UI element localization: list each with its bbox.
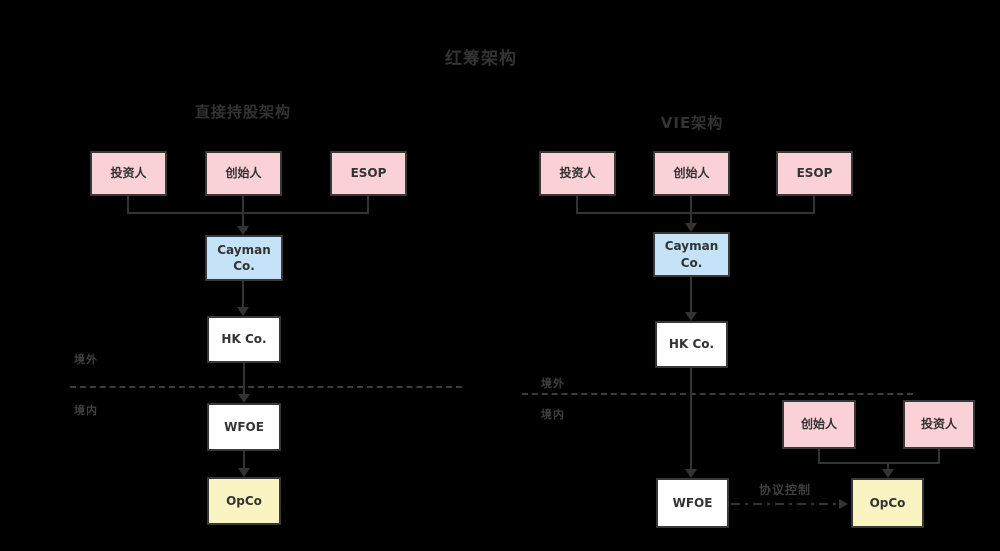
left-connector-hk-wfoe (243, 363, 245, 395)
right-connector-onshore-stem (887, 462, 889, 470)
left-node-esop: ESOP (330, 151, 407, 196)
left-node-wfoe: WFOE (207, 403, 281, 451)
right-arrowhead-to-wfoe (685, 469, 697, 478)
right-offshore-label: 境外 (541, 377, 565, 390)
left-node-investor: 投资人 (90, 151, 167, 196)
left-node-cayman: Cayman Co. (205, 235, 283, 281)
left-connector-investor-stub (127, 196, 129, 214)
right-arrowhead-onshore-to-opco (882, 469, 894, 478)
left-node-founder: 创始人 (205, 151, 282, 196)
right-connector-investor-stub (576, 196, 578, 214)
right-node-esop: ESOP (776, 151, 853, 196)
left-offshore-label: 境外 (74, 353, 98, 366)
right-connector-founder-stem (690, 196, 692, 223)
left-connector-horizontal (127, 212, 369, 214)
left-onshore-label: 境内 (74, 404, 98, 417)
right-node-onshore-founder: 创始人 (782, 400, 856, 449)
right-node-cayman: Cayman Co. (653, 232, 730, 277)
right-connector-horizontal (576, 212, 815, 214)
left-connector-founder-stem (242, 196, 244, 226)
right-connector-onshore-investor-stub (938, 449, 940, 464)
vie-control-label: 协议控制 (758, 483, 811, 497)
left-arrowhead-to-opco (238, 468, 250, 477)
right-node-opco: OpCo (851, 478, 924, 528)
right-onshore-label: 境内 (541, 408, 565, 421)
right-arrowhead-to-hk (685, 312, 697, 321)
right-node-onshore-investor: 投资人 (903, 400, 975, 449)
left-node-opco: OpCo (207, 477, 281, 525)
right-connector-hk-wfoe (690, 368, 692, 470)
left-section-heading: 直接持股架构 (194, 103, 291, 121)
diagram-title: 红筹架构 (445, 49, 517, 69)
left-node-hk: HK Co. (207, 316, 281, 363)
left-connector-esop-stub (367, 196, 369, 214)
vie-control-dashdot-line (731, 503, 839, 505)
right-connector-onshore-founder-stub (818, 449, 820, 464)
left-connector-cayman-hk (242, 281, 244, 308)
vie-control-arrowhead (839, 499, 848, 509)
right-arrowhead-to-cayman (685, 223, 697, 232)
right-node-founder: 创始人 (653, 151, 730, 196)
right-connector-cayman-hk (690, 277, 692, 313)
right-connector-onshore-horizontal (818, 462, 940, 464)
left-border-dashed-line (70, 386, 462, 388)
right-node-wfoe: WFOE (656, 478, 729, 528)
left-arrowhead-to-cayman (237, 226, 249, 235)
right-node-hk: HK Co. (655, 321, 728, 368)
right-connector-esop-stub (813, 196, 815, 214)
right-border-dashed-line (522, 393, 913, 395)
left-connector-wfoe-opco (243, 451, 245, 469)
left-arrowhead-to-hk (237, 307, 249, 316)
left-arrowhead-to-wfoe (238, 394, 250, 403)
right-node-investor: 投资人 (539, 151, 616, 196)
right-section-heading: VIE架构 (660, 114, 724, 132)
